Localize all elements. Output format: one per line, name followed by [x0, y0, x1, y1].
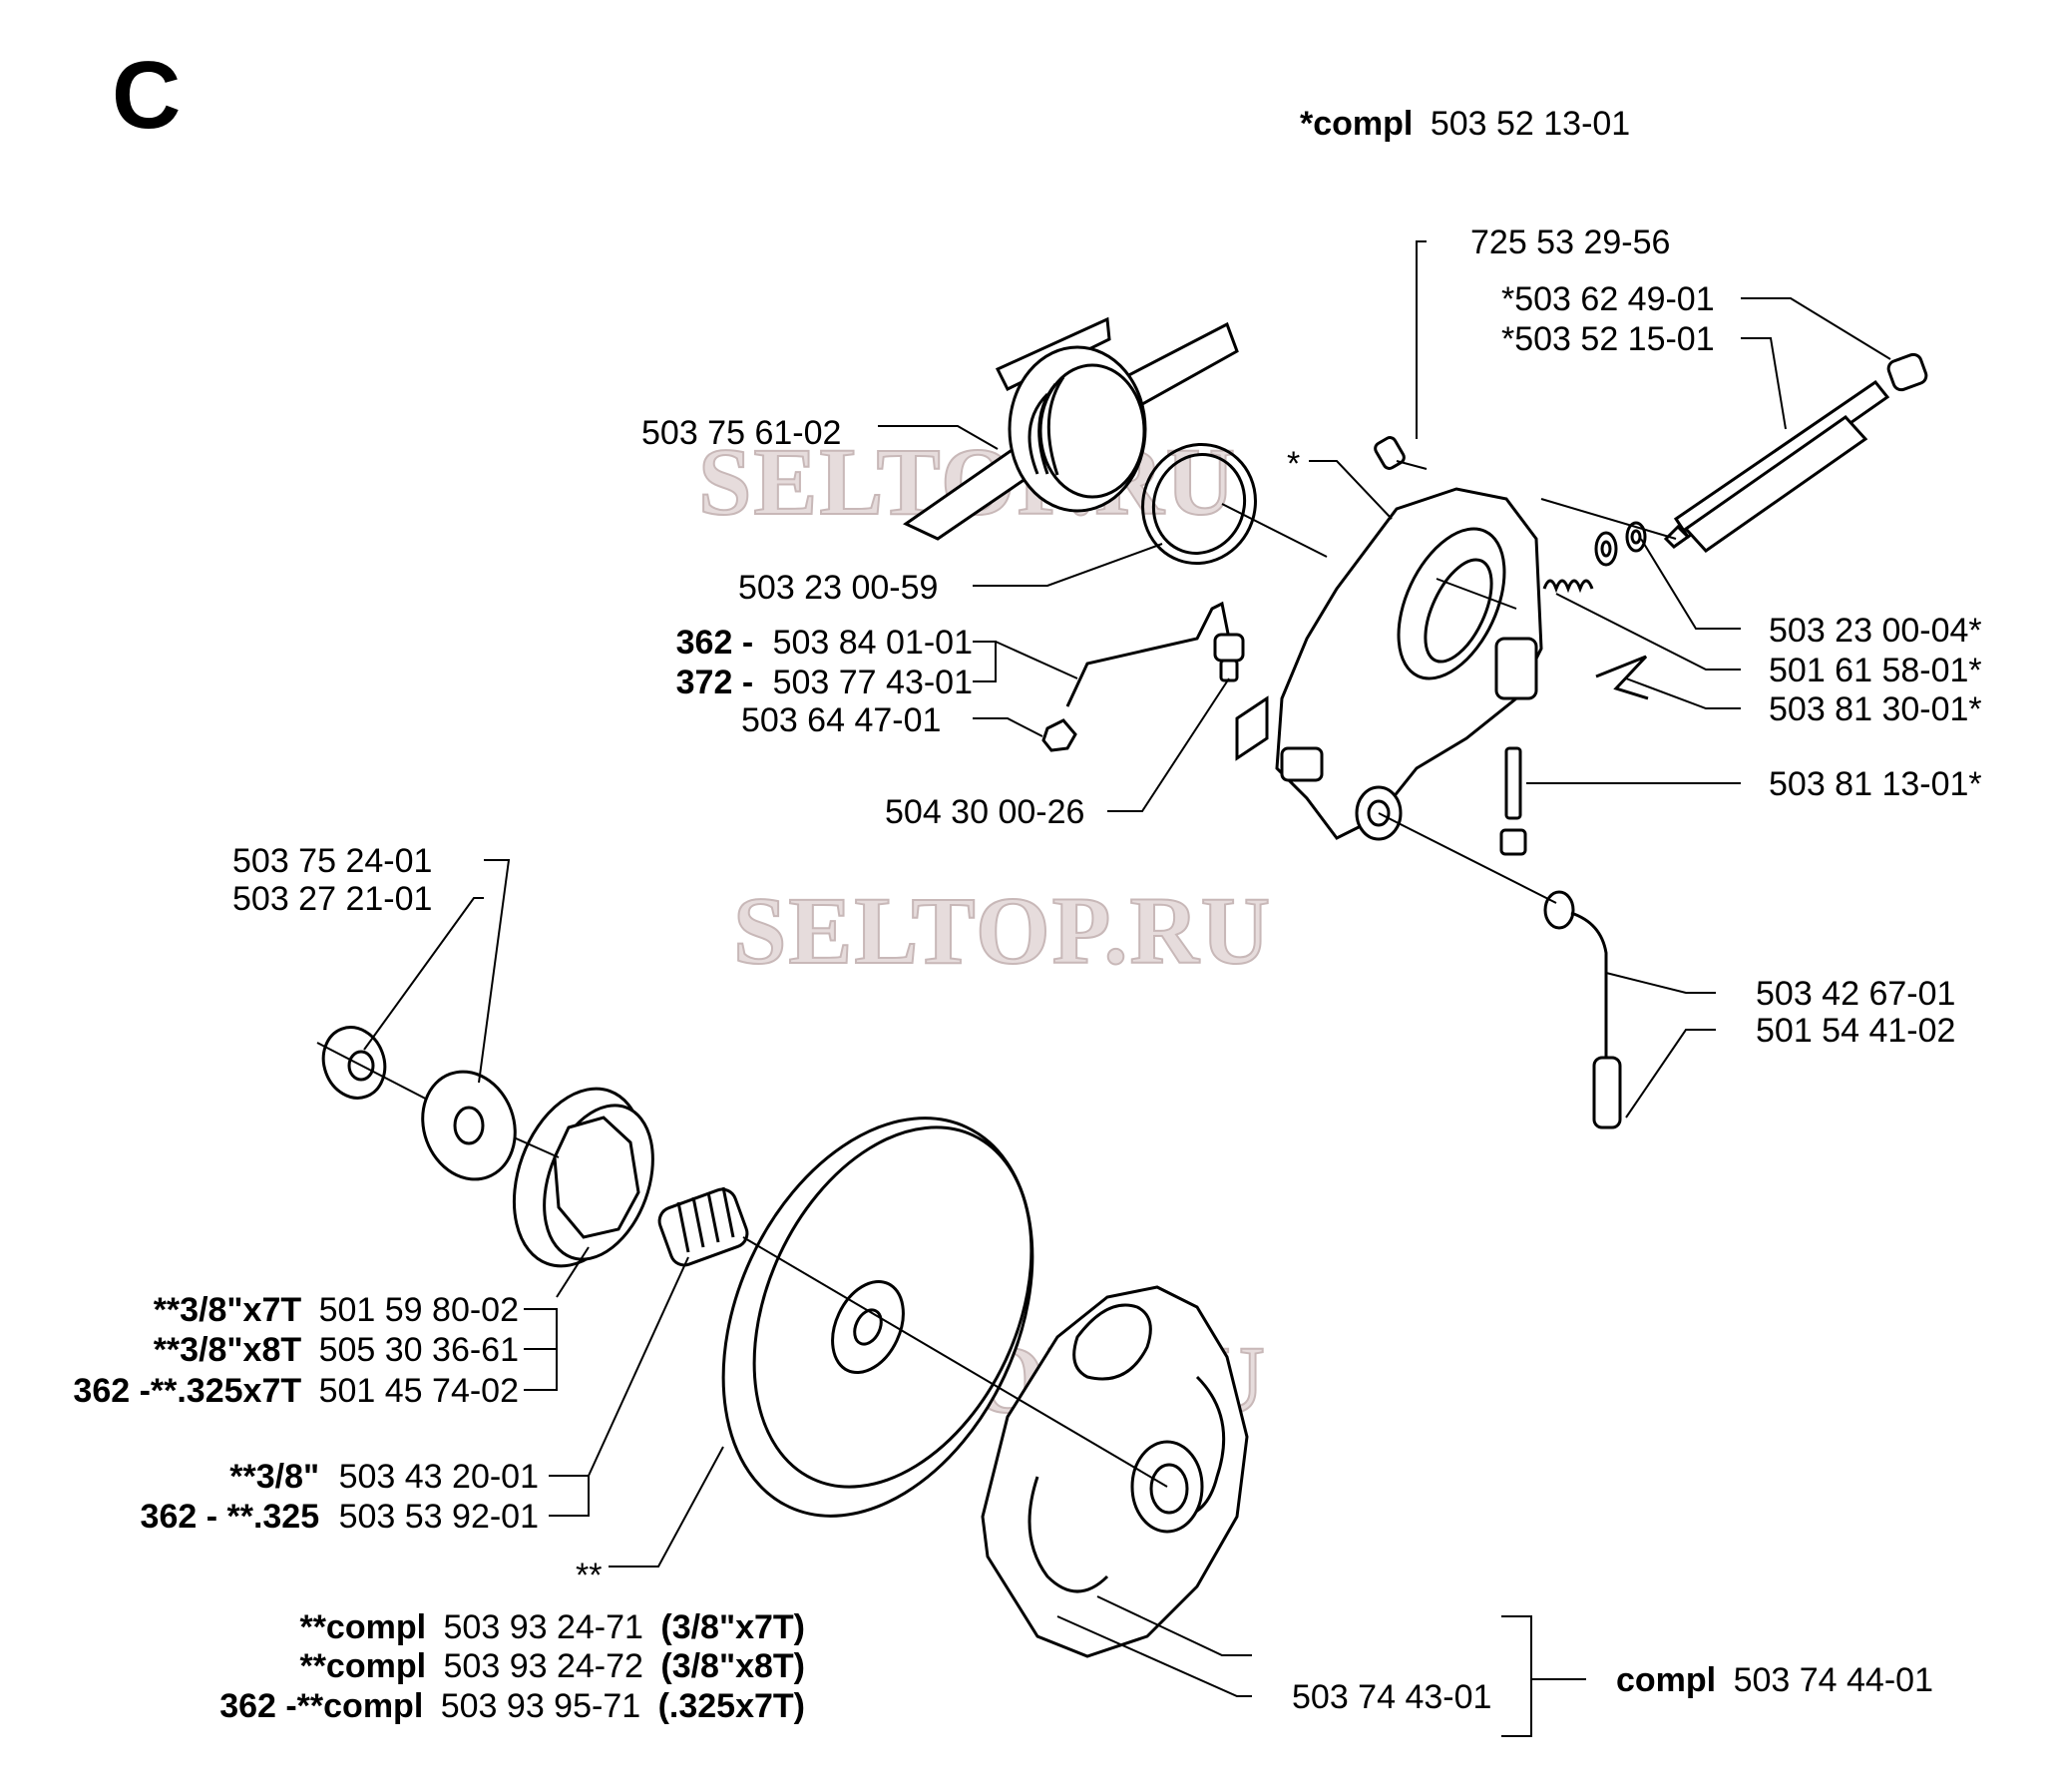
part-label: 503 27 21-01: [232, 880, 432, 918]
oil-pipe-part: [1065, 601, 1231, 707]
part-label: 503 74 43-01: [1292, 1678, 1491, 1716]
needle-bearing-part: [657, 1186, 749, 1267]
spring-part: [1542, 579, 1594, 594]
part-label: 501 54 41-02: [1756, 1012, 1955, 1050]
nipple-part: [1213, 633, 1245, 682]
part-label: 504 30 00-26: [885, 793, 1084, 831]
clip-part: [1595, 655, 1649, 700]
part-label: 503 42 67-01: [1756, 975, 1955, 1013]
part-label: 503 75 24-01: [232, 842, 432, 880]
part-label: **: [576, 1557, 602, 1594]
washer-part: [1594, 521, 1647, 567]
part-label: 362 -**compl 503 93 95-71 (.325x7T): [219, 1687, 805, 1725]
part-label: 372 - 503 77 43-01: [676, 664, 973, 701]
nut-part: [1041, 718, 1077, 752]
part-label: *503 62 49-01: [1501, 280, 1715, 318]
rim-sprocket-part: [512, 1087, 654, 1268]
thrust-washer-part: [421, 1070, 517, 1181]
lock-washer-part: [316, 1026, 440, 1107]
oil-hose-part: [1543, 890, 1622, 1129]
oil-pump-housing-part: [1235, 487, 1543, 841]
part-label: 725 53 29-56: [1470, 224, 1670, 261]
part-label: **3/8" 503 43 20-01: [229, 1458, 539, 1496]
part-label: 362 -**.325x7T 501 45 74-02: [73, 1372, 519, 1410]
part-label: 362 - 503 84 01-01: [676, 624, 973, 662]
clutch-part: [981, 1285, 1249, 1658]
o-ring-part: [1141, 442, 1257, 566]
compl-assembly-label: *compl 503 52 13-01: [1300, 105, 1630, 143]
part-label: **3/8"x7T 501 59 80-02: [154, 1291, 519, 1329]
part-label: **compl 503 93 24-72 (3/8"x8T): [299, 1647, 805, 1685]
watermark: SELTOP.RU: [733, 877, 1272, 984]
part-label: 503 64 47-01: [741, 701, 941, 739]
clutch-cover-part: [903, 316, 1239, 541]
section-letter: C: [112, 42, 181, 149]
part-label: *: [1287, 445, 1300, 483]
part-label: 501 61 58-01*: [1769, 652, 1982, 689]
part-label: **3/8"x8T 505 30 36-61: [154, 1331, 519, 1369]
adjusting-screw-part: [1499, 746, 1527, 856]
screw-part: [1374, 436, 1428, 470]
compl-assembly-label: compl 503 74 44-01: [1616, 1661, 1933, 1699]
sleeve-part: [1886, 352, 1928, 392]
part-label: 503 23 00-04*: [1769, 612, 1982, 650]
part-label: 503 75 61-02: [641, 414, 841, 452]
part-label: 503 23 00-59: [738, 569, 938, 607]
part-label: 503 81 13-01*: [1769, 765, 1982, 803]
clutch-drum-part: [721, 1117, 1034, 1518]
part-label: **compl 503 93 24-71 (3/8"x7T): [299, 1608, 805, 1646]
part-label: 362 - **.325 503 53 92-01: [141, 1498, 539, 1536]
part-label: *503 52 15-01: [1501, 320, 1715, 358]
part-label: 503 81 30-01*: [1769, 690, 1982, 728]
pump-shaft-part: [1663, 379, 1890, 553]
